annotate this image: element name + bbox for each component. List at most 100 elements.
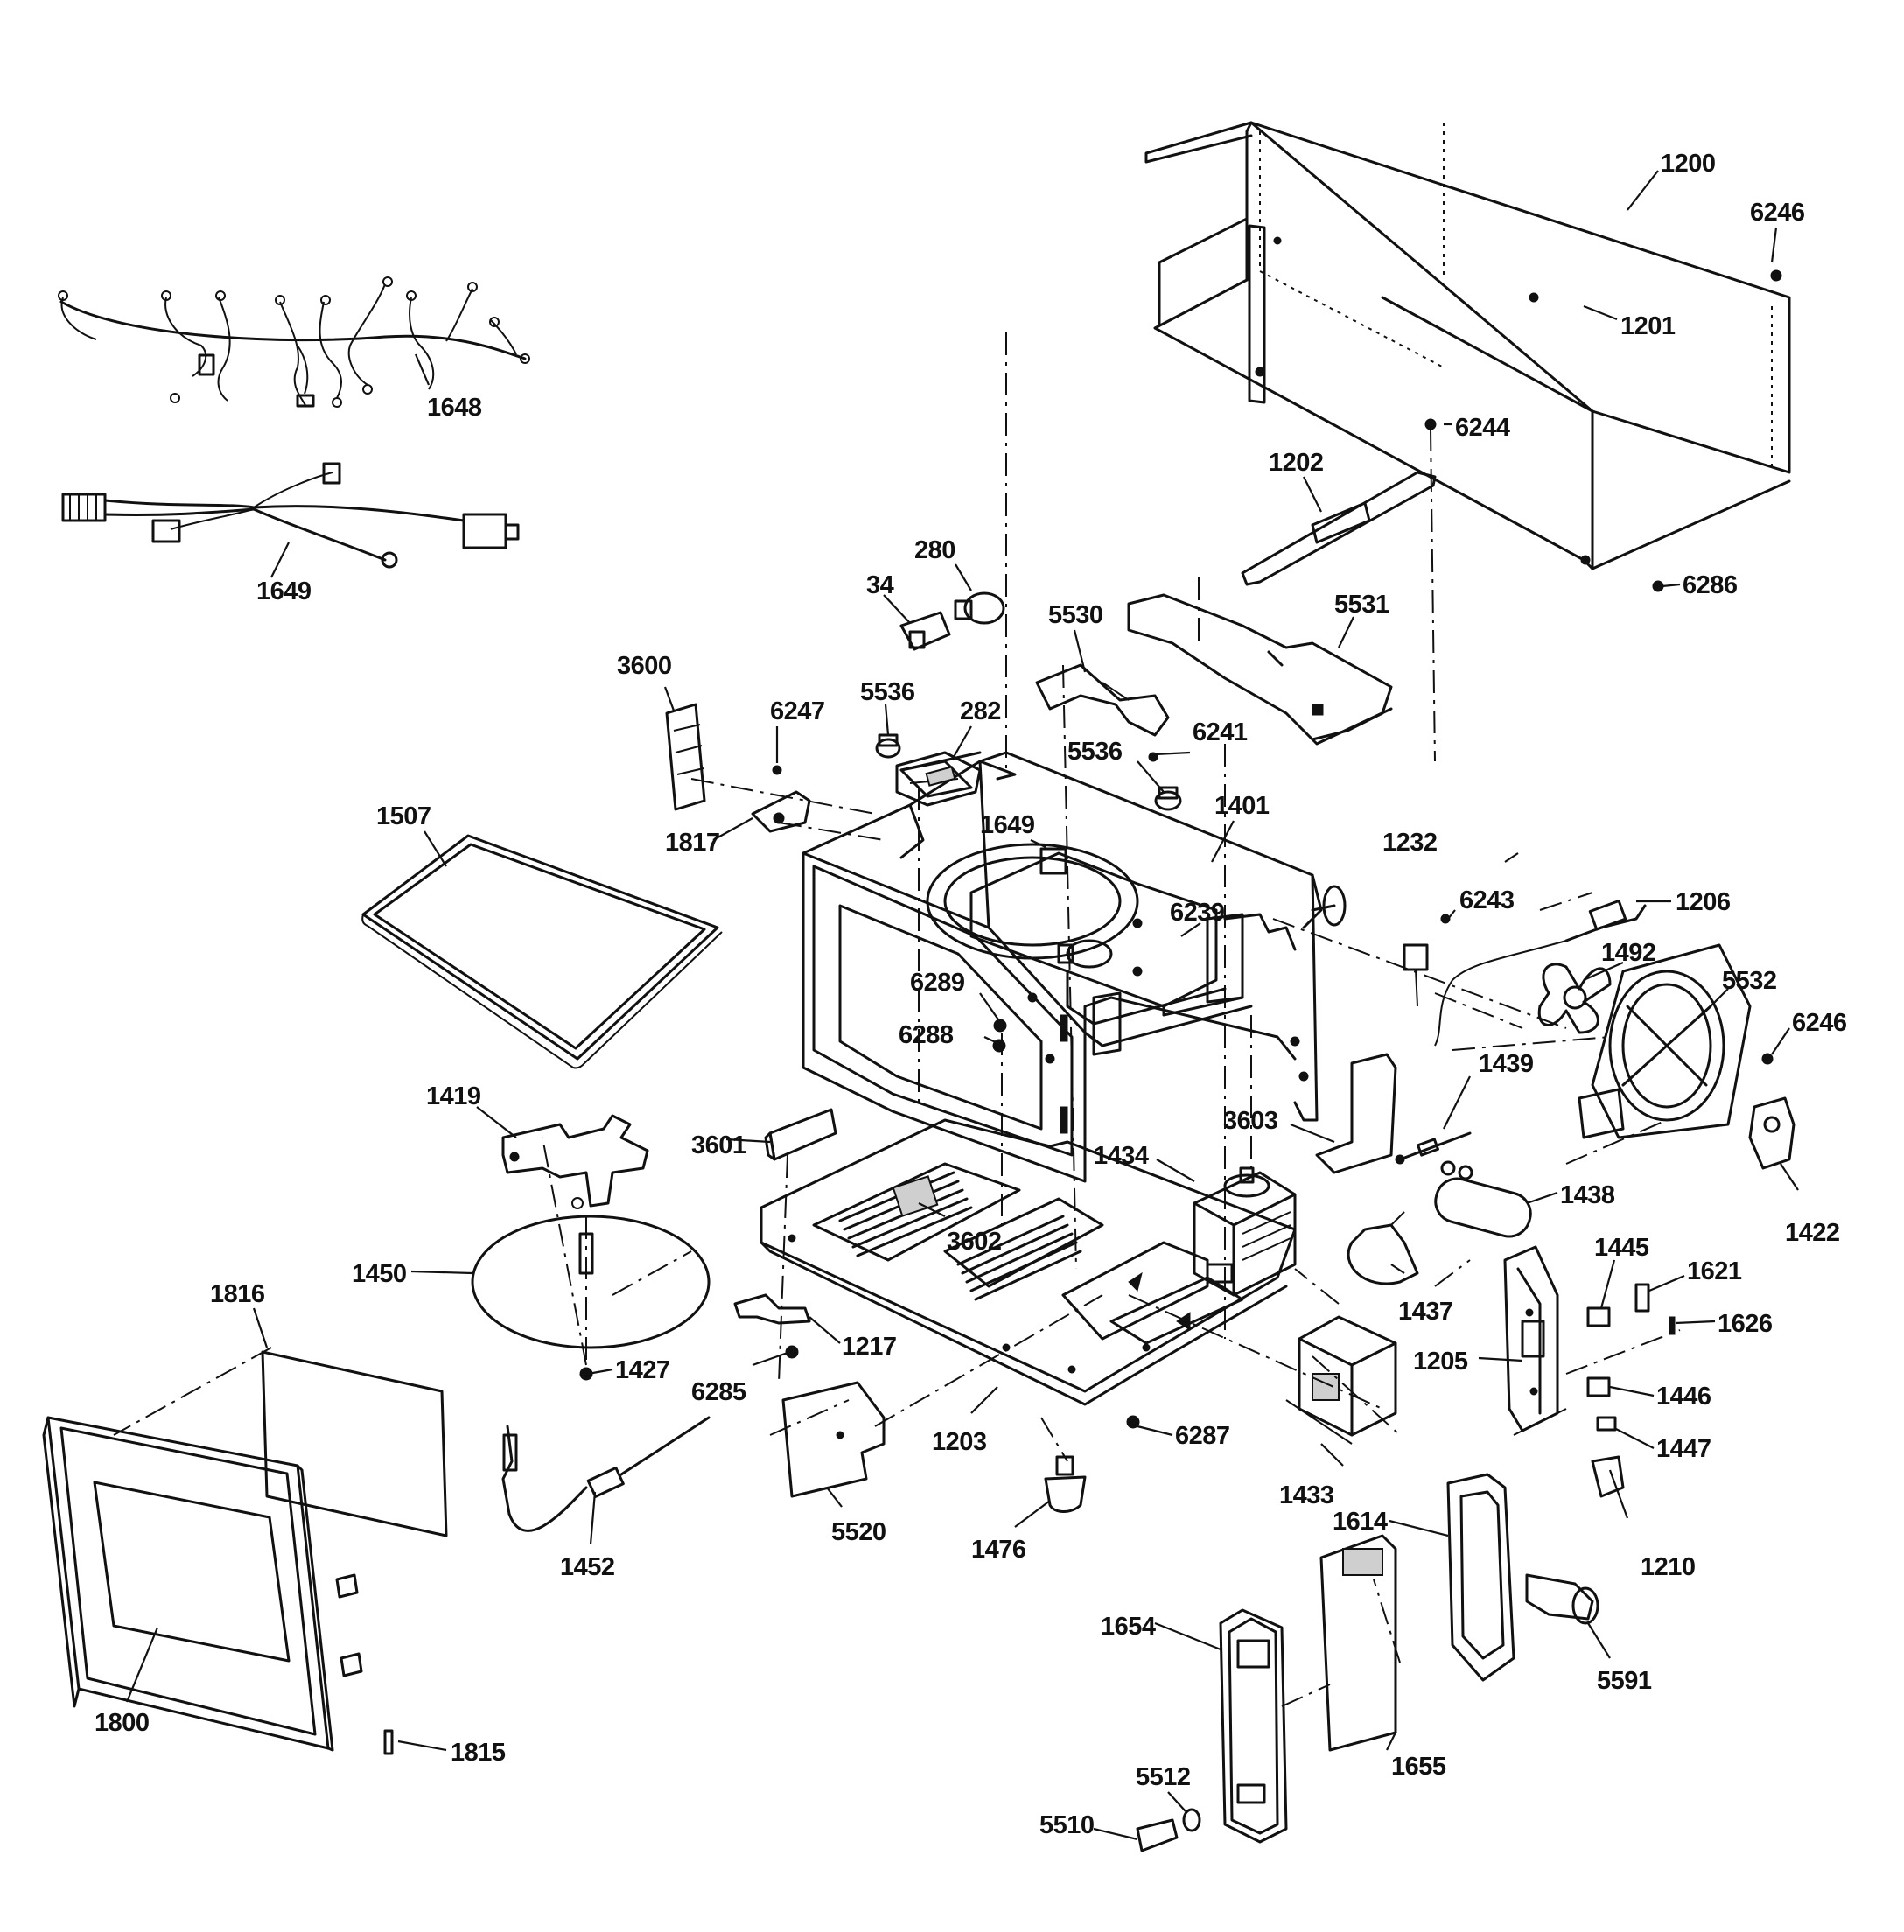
callout-5520: 5520 xyxy=(831,1518,886,1546)
callout-1817: 1817 xyxy=(665,829,720,857)
callout-3600: 3600 xyxy=(617,652,672,680)
callout-1654: 1654 xyxy=(1101,1613,1156,1641)
lamp xyxy=(954,592,1005,625)
callout-1446: 1446 xyxy=(1656,1382,1712,1410)
callout-3603: 3603 xyxy=(1223,1107,1278,1135)
callout-1202: 1202 xyxy=(1269,449,1324,477)
callout-1419: 1419 xyxy=(426,1082,481,1110)
callout-6243: 6243 xyxy=(1460,886,1515,914)
clip-1817 xyxy=(751,790,811,833)
callout-34: 34 xyxy=(866,571,894,599)
callout-5531: 5531 xyxy=(1334,591,1390,619)
release-lever-5591 xyxy=(1525,1573,1600,1625)
switches xyxy=(1586,1283,1676,1498)
callout-1439: 1439 xyxy=(1479,1050,1534,1078)
callout-1434: 1434 xyxy=(1094,1142,1149,1170)
bracket-5530 xyxy=(1035,663,1170,737)
base-plate xyxy=(760,1118,1297,1406)
wire-harness-1649 xyxy=(61,462,520,578)
foot-1476 xyxy=(1044,1455,1087,1513)
button-5510-5512 xyxy=(1136,1808,1201,1852)
power-cord xyxy=(1434,900,1647,1046)
callout-1476: 1476 xyxy=(971,1536,1026,1564)
callout-1445: 1445 xyxy=(1594,1234,1649,1262)
callout-1206: 1206 xyxy=(1676,888,1731,916)
callout-1507: 1507 xyxy=(376,802,431,830)
turntable xyxy=(471,1214,710,1365)
transformer xyxy=(1285,1315,1397,1445)
callout-3602: 3602 xyxy=(947,1228,1002,1256)
choke-coil-3600 xyxy=(665,703,706,811)
callout-1232: 1232 xyxy=(1382,829,1438,857)
callout-1450: 1450 xyxy=(352,1260,407,1288)
callout-1200: 1200 xyxy=(1661,150,1716,178)
callout-6239: 6239 xyxy=(1170,899,1225,927)
callout-1210: 1210 xyxy=(1641,1553,1696,1581)
callout-6285: 6285 xyxy=(691,1378,746,1406)
callout-280: 280 xyxy=(914,536,956,564)
callout-1649-cavity: 1649 xyxy=(980,811,1035,839)
vent-slots-right xyxy=(956,1214,1082,1301)
bracket-1202 xyxy=(1241,471,1437,586)
callout-1203: 1203 xyxy=(932,1428,987,1456)
callout-5536-left: 5536 xyxy=(860,678,915,706)
fan-motor xyxy=(1748,1096,1796,1170)
callout-1433: 1433 xyxy=(1279,1481,1334,1509)
fuse-holder xyxy=(1347,1211,1419,1285)
callout-1649-harness: 1649 xyxy=(256,578,312,606)
plate-5520 xyxy=(781,1381,886,1498)
callout-1447: 1447 xyxy=(1656,1435,1712,1463)
door xyxy=(42,1416,363,1752)
thermal-cutout-1 xyxy=(875,733,901,759)
callout-6246-top: 6246 xyxy=(1750,199,1805,227)
waveguide-cover xyxy=(1127,593,1393,746)
callout-1401: 1401 xyxy=(1214,792,1270,820)
callout-1205: 1205 xyxy=(1413,1348,1468,1376)
callout-1800: 1800 xyxy=(94,1709,150,1737)
callout-6288: 6288 xyxy=(899,1021,954,1049)
thermal-cutout-2 xyxy=(1154,786,1182,811)
callout-5510: 5510 xyxy=(1040,1811,1095,1839)
callout-1437: 1437 xyxy=(1398,1298,1453,1326)
callout-1422: 1422 xyxy=(1785,1219,1840,1247)
fan-shroud xyxy=(1578,943,1752,1139)
control-panel-1654 xyxy=(1219,1608,1288,1844)
bracket-1217 xyxy=(733,1293,811,1325)
leader-lines xyxy=(125,170,1799,1841)
wire-harness-1648 xyxy=(58,276,530,408)
diode xyxy=(1395,1131,1472,1165)
roller-1232 xyxy=(1311,885,1347,927)
callout-labels: 1200 6246 1201 6244 1202 6286 1648 1649 … xyxy=(94,150,1847,1839)
control-board-1655 xyxy=(1281,1534,1397,1752)
callout-5591: 5591 xyxy=(1597,1667,1652,1695)
callout-5512: 5512 xyxy=(1136,1763,1191,1791)
callout-282: 282 xyxy=(960,697,1001,725)
callout-6287: 6287 xyxy=(1175,1422,1230,1450)
door-screen xyxy=(113,1347,448,1537)
callout-6247: 6247 xyxy=(770,697,825,725)
probe xyxy=(501,1416,710,1532)
glass-tray xyxy=(361,834,723,1069)
outer-case xyxy=(1144,121,1791,570)
callout-1427: 1427 xyxy=(615,1356,670,1384)
callout-1621: 1621 xyxy=(1687,1257,1742,1285)
callout-6289: 6289 xyxy=(910,969,965,997)
fan-blade xyxy=(1537,962,1612,1034)
bracket-1419 xyxy=(501,1114,649,1209)
screws xyxy=(579,270,1782,1429)
bracket-3603 xyxy=(1315,1053,1397,1174)
lamp-socket xyxy=(900,611,951,651)
callout-3601: 3601 xyxy=(691,1131,746,1159)
callout-6241: 6241 xyxy=(1193,718,1248,746)
callout-5536-right: 5536 xyxy=(1068,738,1123,766)
callout-5532: 5532 xyxy=(1722,967,1777,995)
callout-1816: 1816 xyxy=(210,1280,265,1308)
callout-5530: 5530 xyxy=(1048,601,1103,629)
callout-6244: 6244 xyxy=(1455,414,1510,442)
callout-1655: 1655 xyxy=(1391,1753,1446,1781)
callout-6286: 6286 xyxy=(1683,571,1738,599)
magnetron xyxy=(1193,1166,1297,1297)
spring-1815 xyxy=(383,1729,394,1755)
latch-assembly xyxy=(1503,1245,1559,1432)
